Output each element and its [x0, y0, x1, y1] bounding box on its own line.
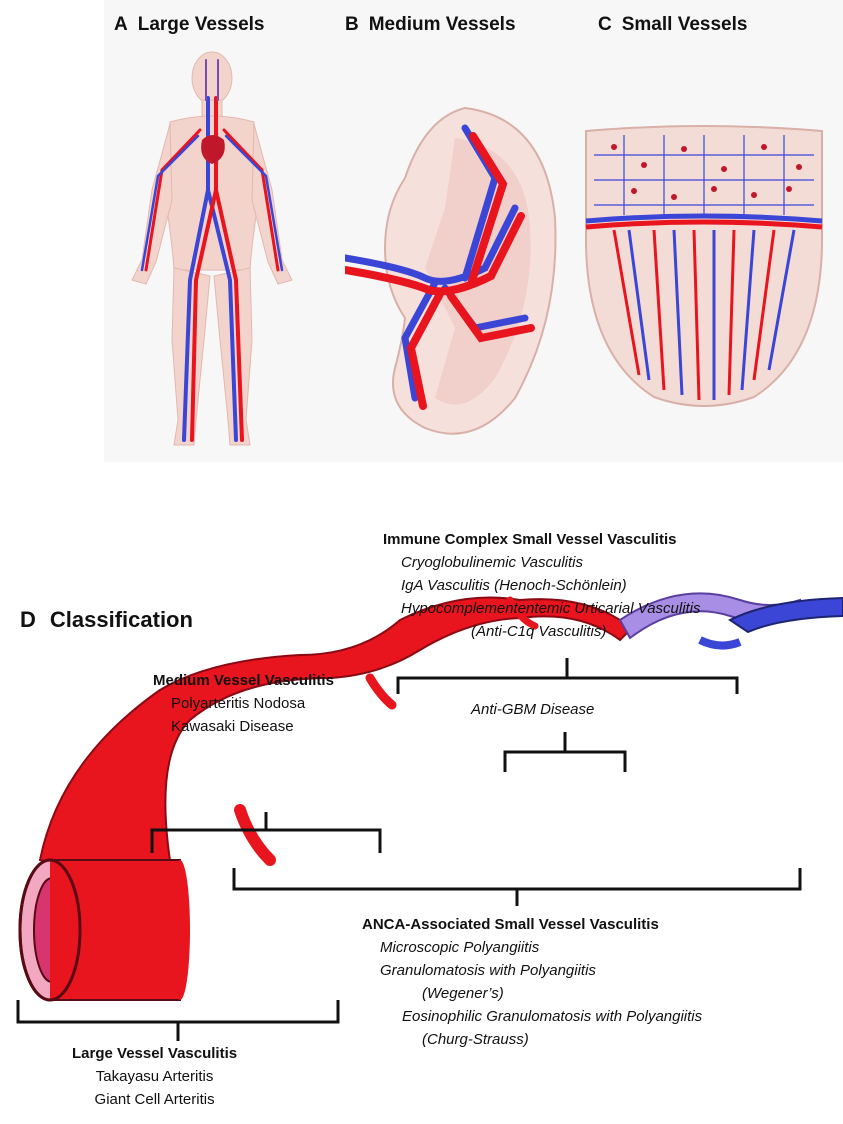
anca-item: Microscopic Polyangiitis: [362, 936, 702, 959]
immune-item: Cryoglobulinemic Vasculitis: [383, 551, 701, 574]
panel-a-label: Large Vessels: [138, 14, 265, 35]
anca-heading: ANCA-Associated Small Vessel Vasculitis: [362, 913, 702, 936]
panel-c-label: Small Vessels: [622, 14, 748, 35]
panel-a-letter: A: [114, 14, 128, 35]
anca-group: ANCA-Associated Small Vessel Vasculitis …: [362, 913, 702, 1051]
anti-gbm-text: Anti-GBM Disease: [471, 698, 594, 721]
medium-vessel-heading: Medium Vessel Vasculitis: [153, 669, 334, 692]
panel-b-letter: B: [345, 14, 359, 35]
immune-item: (Anti-C1q Vasculitis): [383, 620, 701, 643]
large-vessel-item: Takayasu Arteritis: [72, 1065, 237, 1088]
panel-a-title: A Large Vessels: [114, 14, 265, 36]
large-vessel-heading: Large Vessel Vasculitis: [72, 1042, 237, 1065]
immune-complex-heading: Immune Complex Small Vessel Vasculitis: [383, 528, 701, 551]
large-vessel-group: Large Vessel Vasculitis Takayasu Arterit…: [72, 1042, 237, 1111]
anca-item: (Wegener’s): [362, 982, 702, 1005]
panel-b-title: B Medium Vessels: [345, 14, 516, 36]
skin-microvasculature-illustration: [584, 125, 824, 415]
anca-item: Granulomatosis with Polyangiitis: [362, 959, 702, 982]
anti-gbm-label: Anti-GBM Disease: [471, 698, 594, 721]
large-vessel-item: Giant Cell Arteritis: [72, 1088, 237, 1111]
immune-complex-group: Immune Complex Small Vessel Vasculitis C…: [383, 528, 701, 643]
anca-item: Eosinophilic Granulomatosis with Polyang…: [362, 1005, 702, 1028]
human-body-circulation-illustration: [112, 40, 312, 460]
medium-vessel-item: Polyarteritis Nodosa: [153, 692, 334, 715]
panel-c-title: C Small Vessels: [598, 14, 747, 36]
medium-vessel-group: Medium Vessel Vasculitis Polyarteritis N…: [153, 669, 334, 738]
immune-item: IgA Vasculitis (Henoch-Schönlein): [383, 574, 701, 597]
kidney-cross-section-illustration: [345, 98, 565, 458]
panel-b-label: Medium Vessels: [369, 14, 516, 35]
medium-vessel-item: Kawasaki Disease: [153, 715, 334, 738]
anca-item: (Churg-Strauss): [362, 1028, 702, 1051]
panel-c-letter: C: [598, 14, 612, 35]
immune-item: Hypocomplemententemic Urticarial Vasculi…: [383, 597, 701, 620]
